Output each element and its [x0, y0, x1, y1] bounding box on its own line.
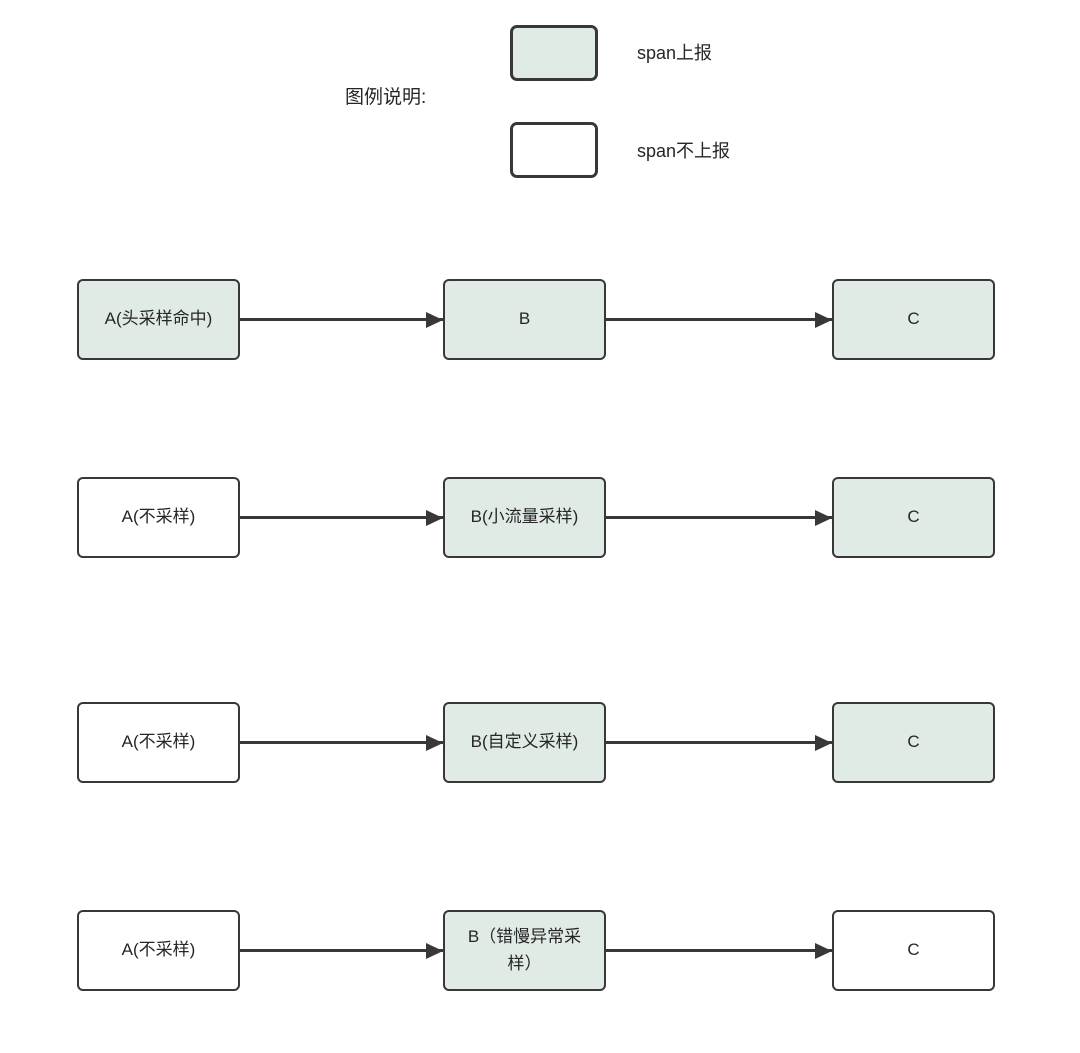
row3-node-c: C [832, 702, 995, 783]
row4-arrow-b-to-c [606, 949, 832, 952]
row4-node-a: A(不采样) [77, 910, 240, 991]
row2-arrow-b-to-c [606, 516, 832, 519]
legend-swatch-span-not-reported [510, 122, 598, 178]
legend-label-span-not-reported: span不上报 [637, 141, 731, 161]
row1-node-c: C [832, 279, 995, 360]
row4-node-b: B（错慢异常采样） [443, 910, 606, 991]
row3-node-b: B(自定义采样) [443, 702, 606, 783]
row2-arrow-a-to-b [240, 516, 443, 519]
row3-node-a: A(不采样) [77, 702, 240, 783]
legend-label-span-reported: span上报 [637, 43, 713, 63]
legend-title: 图例说明: [345, 87, 427, 108]
row1-arrow-b-to-c [606, 318, 832, 321]
row4-arrow-a-to-b [240, 949, 443, 952]
row2-node-b: B(小流量采样) [443, 477, 606, 558]
row4-node-c: C [832, 910, 995, 991]
row2-node-a: A(不采样) [77, 477, 240, 558]
row3-arrow-b-to-c [606, 741, 832, 744]
row1-arrow-a-to-b [240, 318, 443, 321]
row1-node-a: A(头采样命中) [77, 279, 240, 360]
row2-node-c: C [832, 477, 995, 558]
row1-node-b: B [443, 279, 606, 360]
row3-arrow-a-to-b [240, 741, 443, 744]
legend-swatch-span-reported [510, 25, 598, 81]
